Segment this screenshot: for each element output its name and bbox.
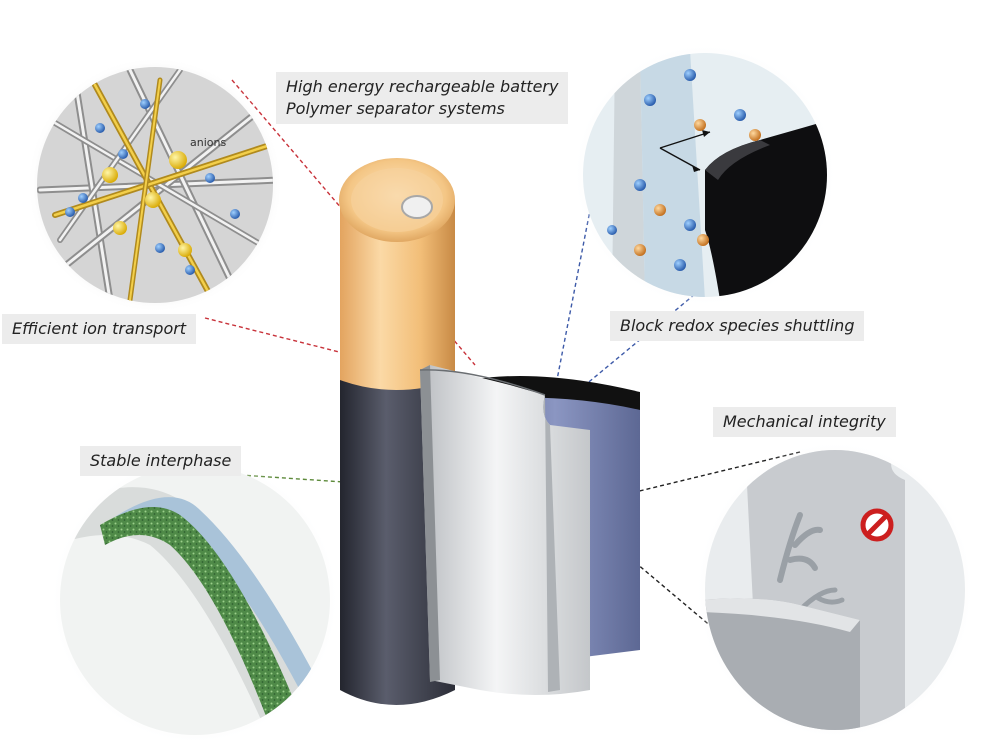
- anion-particles: [102, 151, 192, 257]
- prohibited-icon: [860, 508, 894, 542]
- leader-ion: [204, 317, 431, 376]
- callout-stable-interphase: Stable interphase: [80, 446, 242, 476]
- battery-cell: [339, 158, 640, 705]
- anions-label: anions: [190, 136, 226, 149]
- title-line-1: High energy rechargeable battery: [286, 77, 559, 96]
- title-line-2: Polymer separator systems: [286, 99, 505, 118]
- title-label: High energy rechargeable battery Polymer…: [276, 72, 569, 124]
- inset-stable-interphase: [50, 455, 340, 745]
- callout-redox-shuttling: Block redox species shuttling: [610, 311, 865, 341]
- callout-ion-transport: Efficient ion transport: [2, 314, 197, 344]
- callout-mechanical-integrity: Mechanical integrity: [713, 407, 896, 437]
- redox-particles: [607, 69, 761, 271]
- inset-mechanical-integrity: [695, 440, 975, 740]
- terminal-cap: [401, 195, 433, 219]
- inset-fiber-network: anions: [27, 57, 283, 313]
- inset-redox-shuttle: [573, 43, 837, 307]
- cation-particles: [65, 99, 240, 275]
